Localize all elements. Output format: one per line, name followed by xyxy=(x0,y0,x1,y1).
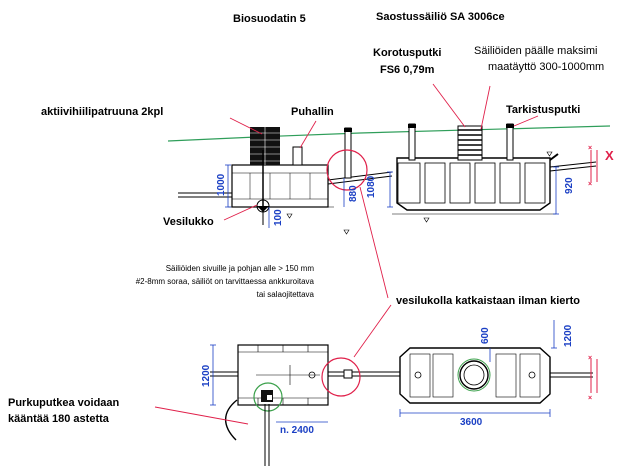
dimension-lines-bottom xyxy=(210,320,557,423)
label-taytto-1: Säiliöiden päälle maksimi xyxy=(474,45,598,57)
dim-2400: n. 2400 xyxy=(280,425,314,436)
label-korotusputki-2: FS6 0,79m xyxy=(380,64,435,76)
inspection-pipe-2 xyxy=(506,123,514,161)
dim-1200-right: 1200 xyxy=(563,324,574,347)
note-soraa-2: #2-8mm soraa, säiliöt on tarvittaessa an… xyxy=(136,277,315,286)
dim-3600: 3600 xyxy=(460,417,483,428)
rotation-arc xyxy=(224,399,238,441)
dim-1000: 1000 xyxy=(216,173,227,196)
dim-880: 880 xyxy=(348,185,359,202)
dimension-lines-top xyxy=(225,164,559,228)
inspection-pipe-1 xyxy=(408,123,416,161)
green-detail-circle xyxy=(253,382,283,412)
biofilter-tank-side xyxy=(228,164,334,208)
label-aktiivihiili: aktiivihiilipatruuna 2kpl xyxy=(41,106,163,118)
label-purkuputki-1: Purkuputkea voidaan xyxy=(8,397,120,409)
label-puhallin: Puhallin xyxy=(291,106,334,118)
label-taytto-2: maatäyttö 300-1000mm xyxy=(488,61,604,73)
septic-tank-plan xyxy=(399,347,551,404)
label-korotusputki-1: Korotusputki xyxy=(373,47,441,59)
detail-circle-top xyxy=(326,149,368,191)
detail-circle-bottom xyxy=(321,357,361,397)
dim-1080: 1080 xyxy=(366,175,377,198)
label-katkaisu: vesilukolla katkaistaan ilman kierto xyxy=(396,295,580,307)
dim-920: 920 xyxy=(564,177,575,194)
label-tarkistusputki: Tarkistusputki xyxy=(506,104,580,116)
ground-line xyxy=(167,125,611,142)
end-markers-bottom: × × xyxy=(588,355,598,402)
dim-600: 600 xyxy=(480,327,491,344)
svg-text:×: × xyxy=(588,145,592,152)
svg-text:×: × xyxy=(588,395,592,402)
dim-1200-left: 1200 xyxy=(201,364,212,387)
label-purkuputki-2: kääntää 180 astetta xyxy=(8,413,110,425)
callout-lines-top xyxy=(223,83,539,221)
x-mark: X xyxy=(605,148,614,163)
end-markers-top: × × xyxy=(588,145,598,188)
biofilter-tank-plan xyxy=(237,344,329,406)
callout-lines-middle xyxy=(353,186,392,358)
title-saostussailio: Saostussäiliö SA 3006ce xyxy=(376,11,505,23)
note-soraa-1: Säiliöiden sivuille ja pohjan alle > 150… xyxy=(166,264,315,273)
blower xyxy=(292,146,303,166)
svg-text:×: × xyxy=(588,355,592,362)
septic-tank-side xyxy=(392,157,556,215)
dim-100: 100 xyxy=(273,209,284,226)
svg-text:×: × xyxy=(588,181,592,188)
outlet-pipe xyxy=(549,161,597,168)
carbon-cartridges xyxy=(250,127,280,165)
raising-pipe xyxy=(457,125,483,161)
vent-riser xyxy=(344,127,352,179)
title-biosuodatin: Biosuodatin 5 xyxy=(233,13,306,25)
label-vesilukko: Vesilukko xyxy=(163,216,214,228)
level-markers xyxy=(286,151,553,235)
note-soraa-3: tai salaojitettava xyxy=(257,290,315,299)
